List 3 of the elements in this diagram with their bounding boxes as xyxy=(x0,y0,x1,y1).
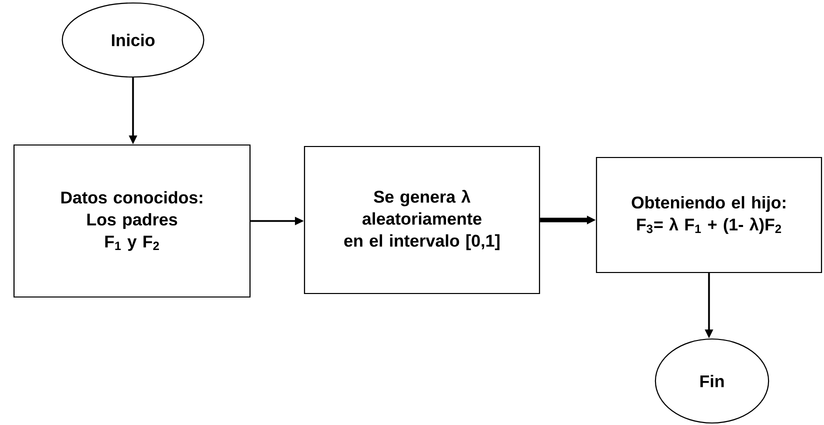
process-box: Obteniendo el hijo: F$_{3}$= λ F$_{1}$ + (1- λ)F$_{2}$ xyxy=(596,156,822,274)
process-box: Se genera λ aleatoriamente en el intervalo [0,1] xyxy=(304,146,540,294)
process-box: Datos conocidos: Los padres F$_{1}$ y F$_{2}$ xyxy=(13,144,251,298)
